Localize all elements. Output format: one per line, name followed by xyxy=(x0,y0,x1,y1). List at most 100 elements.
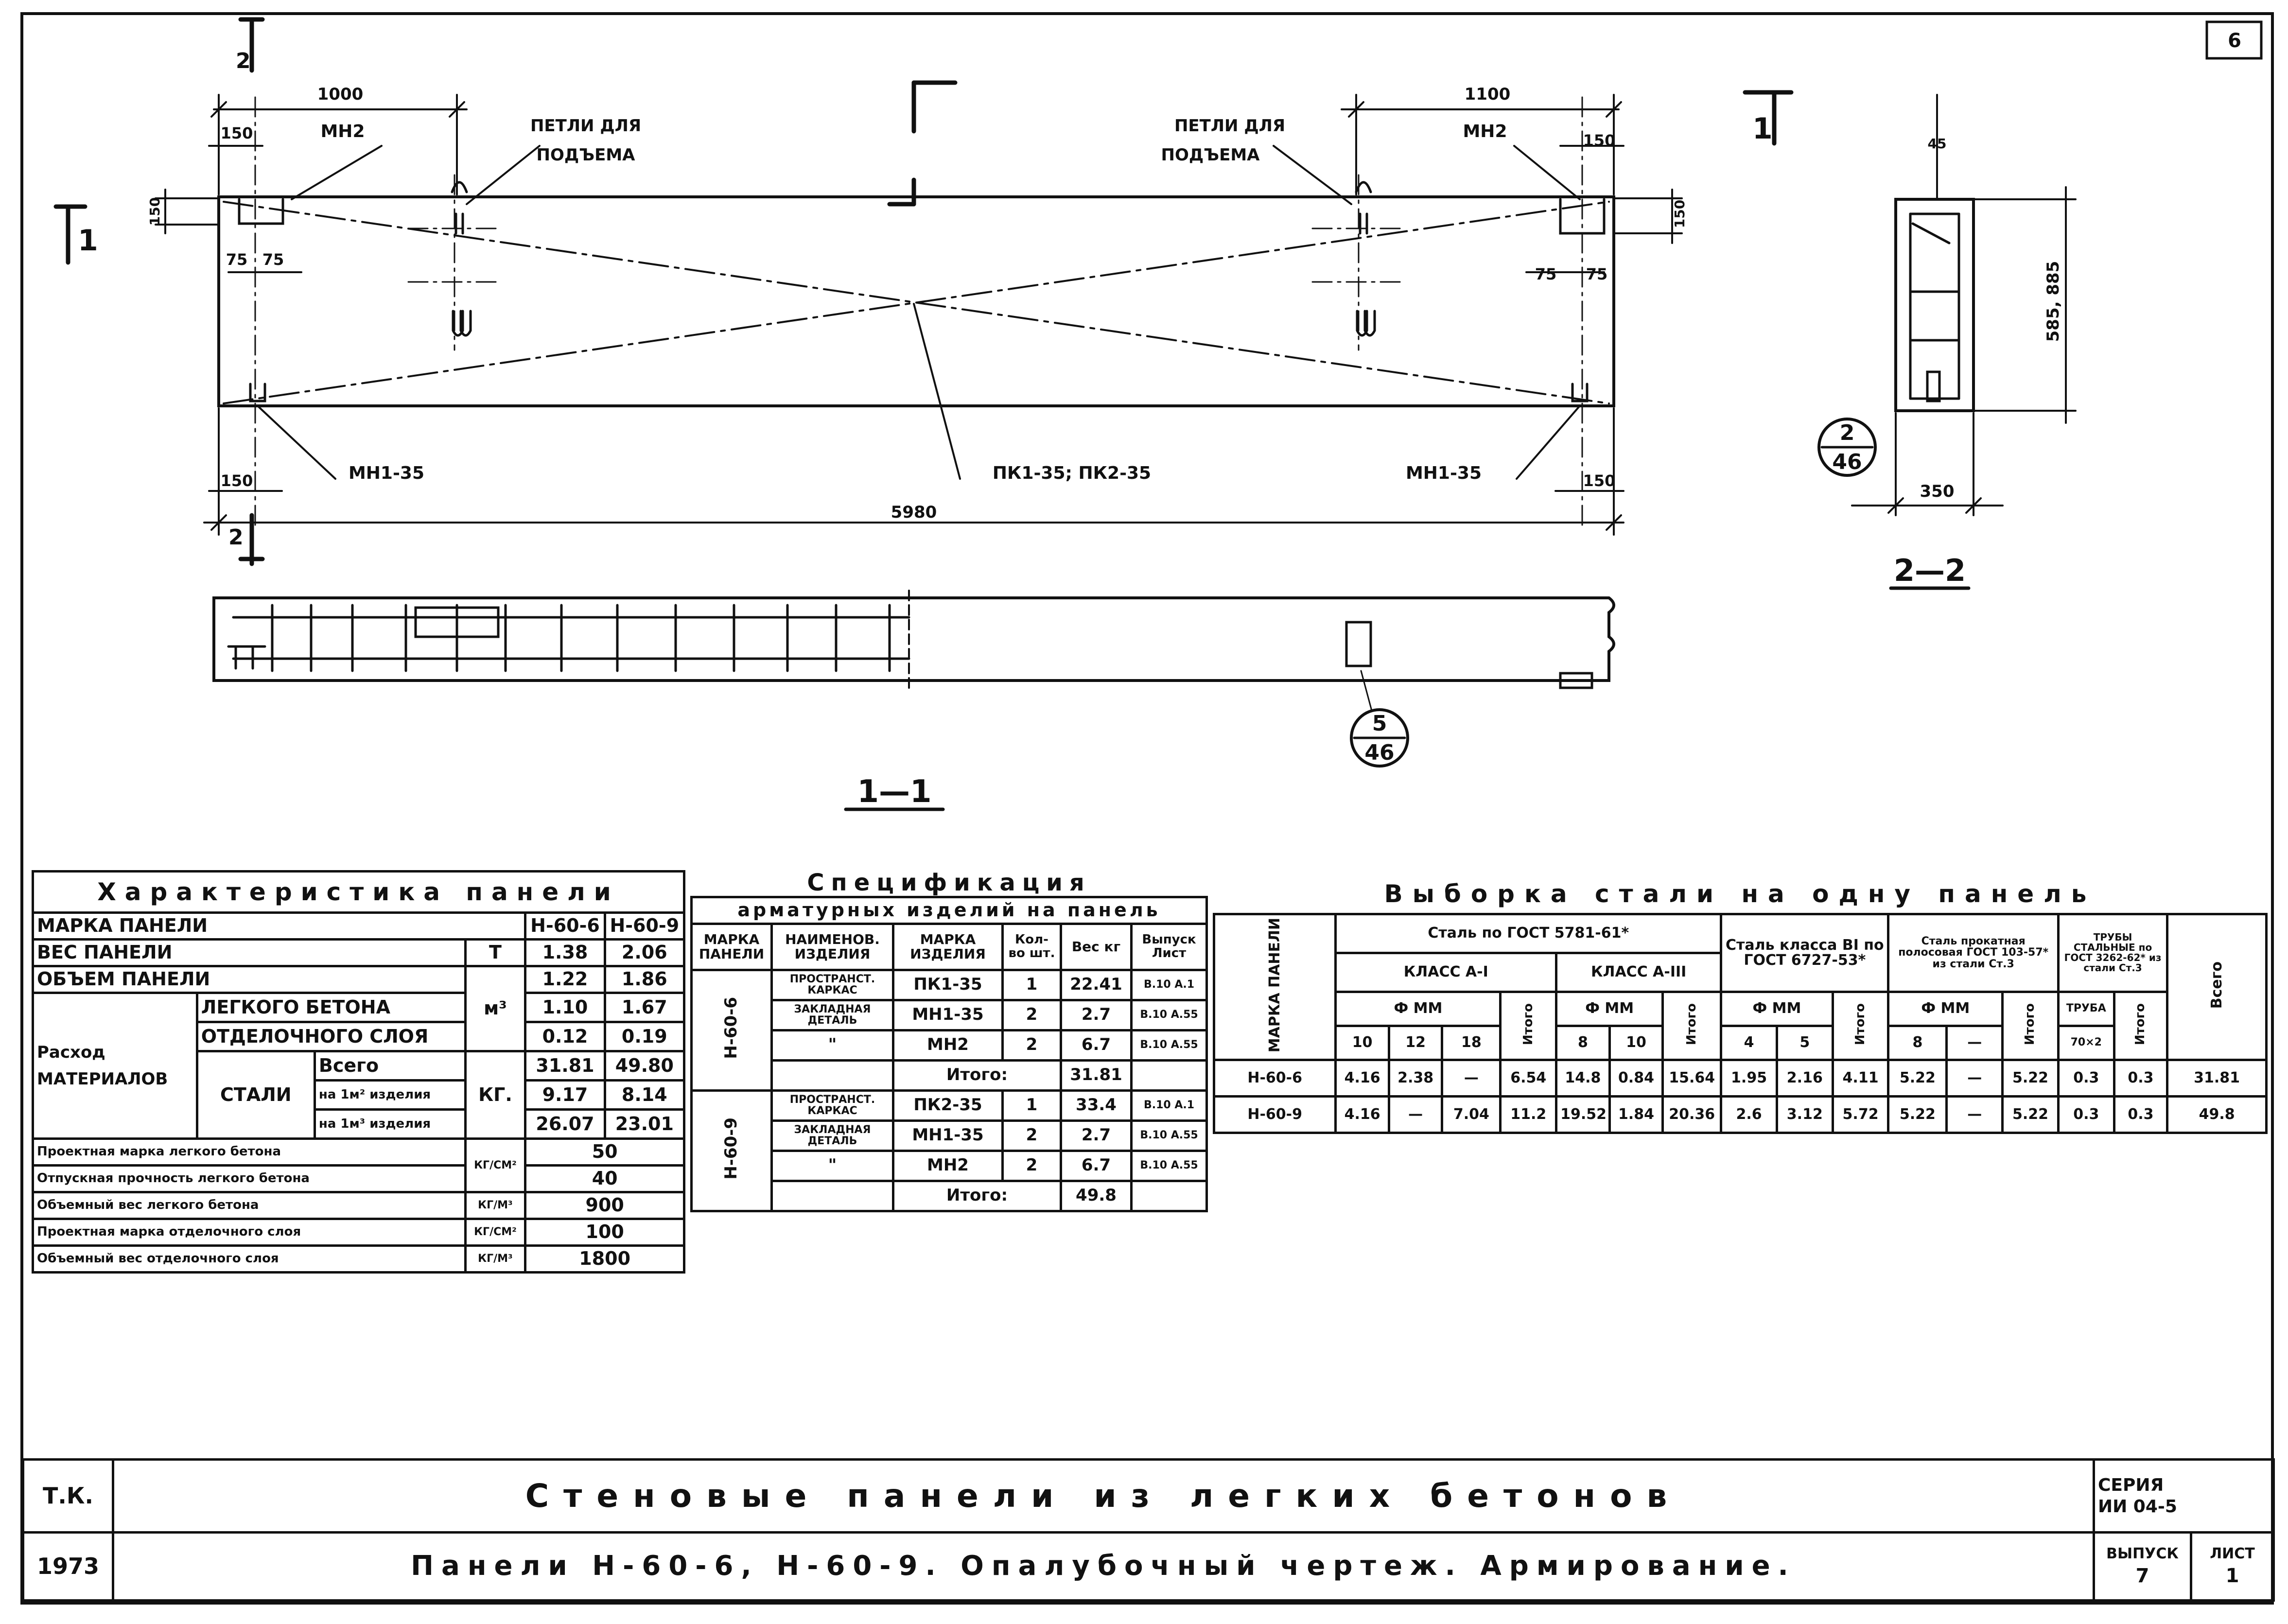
dimension-label: 1100 xyxy=(1465,85,1511,104)
value-cell: 8.14 xyxy=(603,1079,686,1111)
table-cell: 33.4 xyxy=(1060,1089,1133,1122)
header-cell: МАРКА ИЗДЕЛИЯ xyxy=(892,922,1004,971)
table-cell: 1 xyxy=(1001,968,1062,1001)
dimension-label: 1000 xyxy=(317,85,364,104)
row-label: на 1м³ изделия xyxy=(313,1108,467,1140)
dimension-label: 45 xyxy=(1928,136,1947,152)
table-cell: 0.3 xyxy=(2057,1058,2115,1098)
table-cell: — xyxy=(1387,1095,1444,1134)
total-value: 49.8 xyxy=(1060,1179,1133,1212)
table-cell: 0.3 xyxy=(2113,1095,2169,1134)
unit-cell: КГ/М³ xyxy=(464,1191,527,1220)
sheet-number: 6 xyxy=(2228,30,2241,52)
table-cell: 5.72 xyxy=(1831,1095,1890,1134)
unit-cell: м³ xyxy=(464,965,527,1052)
dimension-label: 75 xyxy=(226,250,248,269)
header-cell: Итого xyxy=(1831,990,1890,1061)
table-cell: 2.38 xyxy=(1387,1058,1444,1098)
header-cell: КЛАСС А-III xyxy=(1555,951,1723,993)
table-cell: — xyxy=(1945,1095,2004,1134)
row-label: Объемный вес легкого бетона xyxy=(32,1191,467,1220)
unit-cell: Т xyxy=(464,938,527,967)
callout-2-46 xyxy=(1817,418,1877,477)
header-cell: Ф ММ xyxy=(1720,990,1834,1027)
table-cell: 0.3 xyxy=(2113,1058,2169,1098)
table-cell: — xyxy=(1945,1058,2004,1098)
value-cell: 1.38 xyxy=(524,938,606,967)
header-cell: Итого xyxy=(1499,990,1558,1061)
title-year: 1973 xyxy=(22,1531,114,1602)
dimension-label: 150 xyxy=(221,471,253,490)
table-caption: Спецификация xyxy=(691,870,1207,898)
row-label: на 1м² изделия xyxy=(313,1079,467,1111)
table-cell: — xyxy=(1441,1058,1502,1098)
row-label: ОТДЕЛОЧНОГО СЛОЯ xyxy=(195,1021,467,1052)
label: МН1-35 xyxy=(1406,463,1482,483)
header-cell: ТРУБЫ СТАЛЬНЫЕ по ГОСТ 3262-62* из стали… xyxy=(2057,912,2169,993)
value-cell: 1.67 xyxy=(603,992,686,1023)
label: ПЕТЛИ ДЛЯ xyxy=(1174,116,1285,136)
dimension-label: 150 xyxy=(147,197,163,226)
table-cell: МН1-35 xyxy=(892,1119,1004,1152)
dimension-label: 75 xyxy=(1586,265,1608,283)
table-cell: Н-60-9 xyxy=(1212,1095,1337,1134)
header-cell: МАРКА ПАНЕЛИ xyxy=(690,922,773,971)
header-cell: Ф ММ xyxy=(1334,990,1502,1027)
value-cell: 100 xyxy=(524,1218,685,1247)
sheet-frame xyxy=(20,12,2274,1605)
row-label: ОБЪЕМ ПАНЕЛИ xyxy=(32,965,467,994)
diameter-cell: 10 xyxy=(1334,1024,1390,1061)
table-cell: 5.22 xyxy=(1887,1058,1948,1098)
table-caption: Выборка стали на одну панель xyxy=(1214,875,2267,915)
table-cell: 19.52 xyxy=(1555,1095,1611,1134)
row-label: СТАЛИ xyxy=(195,1050,316,1140)
value-cell: 49.80 xyxy=(603,1050,686,1082)
table-cell: 5.22 xyxy=(2001,1095,2060,1134)
table-caption: Характеристика панели xyxy=(32,870,685,914)
diameter-cell: 5 xyxy=(1775,1024,1834,1061)
panel-elevation xyxy=(217,195,1615,407)
table-cell: 49.8 xyxy=(2166,1095,2268,1134)
unit-cell: КГ/СМ² xyxy=(464,1218,527,1247)
table-cell: 20.36 xyxy=(1661,1095,1723,1134)
value-cell: 900 xyxy=(524,1191,685,1220)
section-mark: 1 xyxy=(1752,112,1773,146)
header-cell: Вес кг xyxy=(1060,922,1133,971)
table-cell: 2 xyxy=(1001,1029,1062,1062)
panel-mark-cell: Н-60-9 xyxy=(690,1089,773,1212)
table-cell: ПК2-35 xyxy=(892,1089,1004,1122)
section-mark: 2 xyxy=(228,525,244,550)
unit-cell: КГ/СМ² xyxy=(464,1137,527,1193)
header-cell: Итого xyxy=(1661,990,1723,1061)
table-cell: 6.7 xyxy=(1060,1149,1133,1182)
table-cell: 1 xyxy=(1001,1089,1062,1122)
table-cell: 5.22 xyxy=(1887,1095,1948,1134)
callout-text: 46 xyxy=(1832,450,1862,474)
value-cell: 31.81 xyxy=(524,1050,606,1082)
callout-5-46 xyxy=(1350,708,1409,768)
table-cell: 2 xyxy=(1001,998,1062,1031)
diameter-cell: 12 xyxy=(1387,1024,1444,1061)
table-cell: 22.41 xyxy=(1060,968,1133,1001)
table-cell: 11.2 xyxy=(1499,1095,1558,1134)
table-cell: 4.16 xyxy=(1334,1058,1390,1098)
row-label: ВЕС ПАНЕЛИ xyxy=(32,938,467,967)
table-cell: В.10 А.55 xyxy=(1130,1029,1208,1062)
table-cell: 4.11 xyxy=(1831,1058,1890,1098)
header-cell: Ф ММ xyxy=(1887,990,2004,1027)
table-cell: МН2 xyxy=(892,1149,1004,1182)
table-cell: 1.84 xyxy=(1608,1095,1664,1134)
diameter-cell: 8 xyxy=(1555,1024,1611,1061)
value-cell: 0.19 xyxy=(603,1021,686,1052)
total-label: Итого: xyxy=(892,1059,1062,1092)
table-cell: 0.3 xyxy=(2057,1095,2115,1134)
diameter-cell: 8 xyxy=(1887,1024,1948,1061)
title-code: Т.К. xyxy=(22,1458,114,1534)
value-cell: 50 xyxy=(524,1137,685,1167)
table-cell: МН1-35 xyxy=(892,998,1004,1031)
